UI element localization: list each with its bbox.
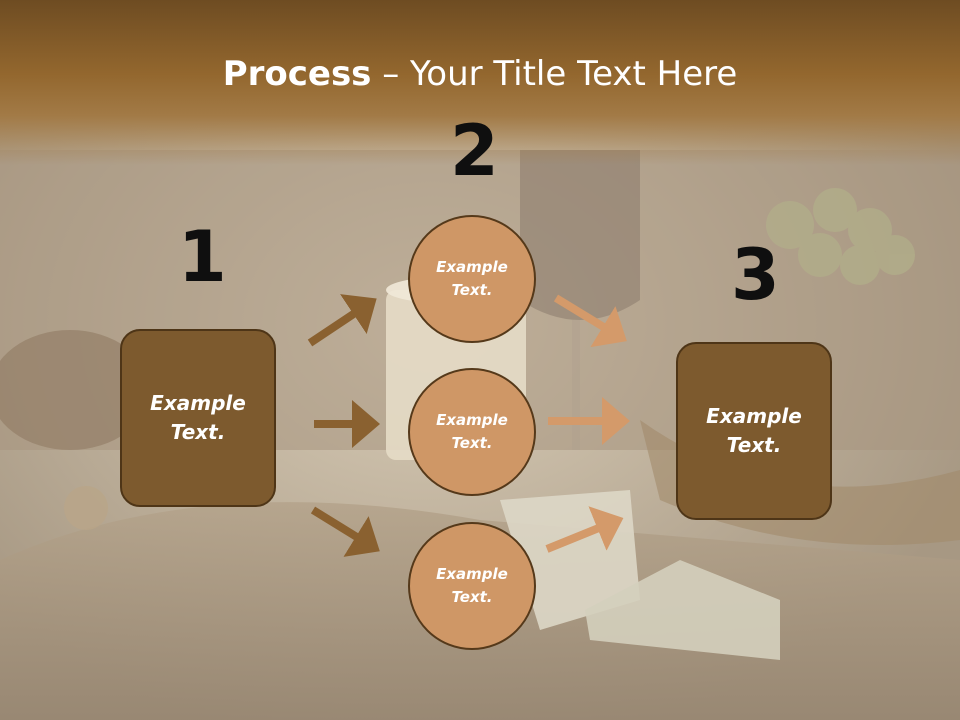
step-3-box-text: Example Text.	[706, 402, 802, 460]
title-rest: – Your Title Text Here	[371, 54, 738, 94]
arrow-left-down	[310, 506, 380, 557]
circle-middle-line1: Example	[436, 411, 508, 429]
step-1-text-line1: Example	[150, 391, 246, 415]
circle-bottom-line1: Example	[436, 565, 508, 583]
step-number-2: 2	[450, 110, 499, 192]
step-number-3: 3	[731, 234, 780, 316]
step-1-text-line2: Text.	[170, 420, 226, 444]
step-3-text-line2: Text.	[726, 433, 782, 457]
arrow-left-up	[307, 294, 377, 347]
arrow-right-down	[545, 506, 624, 553]
step-3-box: Example Text.	[676, 342, 832, 520]
slide-title: Process – Your Title Text Here	[0, 52, 960, 96]
circle-bottom: Example Text.	[408, 522, 536, 650]
step-1-box: Example Text.	[120, 329, 276, 507]
circle-top-line2: Text.	[451, 281, 493, 299]
circle-top-line1: Example	[436, 258, 508, 276]
circle-bottom-line2: Text.	[451, 588, 493, 606]
arrow-right-up	[553, 294, 627, 348]
step-number-1: 1	[178, 216, 227, 298]
step-1-box-text: Example Text.	[150, 389, 246, 447]
circle-top: Example Text.	[408, 215, 536, 343]
title-bold: Process	[222, 54, 372, 94]
circle-middle-line2: Text.	[451, 434, 493, 452]
header-band	[0, 0, 960, 165]
circle-middle: Example Text.	[408, 368, 536, 496]
step-3-text-line1: Example	[706, 404, 802, 428]
